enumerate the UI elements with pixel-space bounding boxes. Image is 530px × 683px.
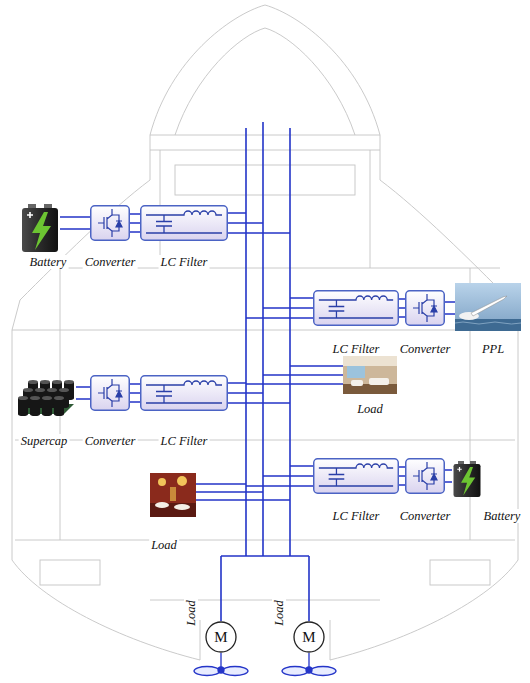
- motor-circle: MLoad: [205, 621, 237, 653]
- load-label: Load: [272, 598, 286, 628]
- shape-outline: [313, 458, 399, 494]
- component-label: Supercap: [19, 434, 70, 448]
- component-label: Battery: [28, 255, 69, 269]
- load-image: Load: [150, 473, 196, 517]
- shape-outline: [20, 203, 60, 253]
- shape-outline: [313, 290, 399, 326]
- propeller: [194, 653, 336, 676]
- component-label: Converter: [83, 434, 138, 448]
- bus-wires: [196, 122, 343, 621]
- power-wire: [60, 217, 90, 229]
- component-label: Converter: [398, 509, 453, 523]
- power-wire: [399, 299, 405, 317]
- power-wire: [130, 384, 140, 402]
- load-image: Load: [343, 356, 397, 394]
- converter-box: Converter: [90, 205, 130, 241]
- component-label: PPL: [480, 342, 506, 356]
- component-label: Load: [149, 538, 179, 552]
- load-label: Load: [184, 598, 198, 628]
- shape-outline: [90, 205, 130, 241]
- ship-outline: [12, 5, 518, 660]
- shape-outline: [140, 205, 228, 241]
- component-label: Load: [355, 402, 385, 416]
- supercap-icon: Supercap: [14, 368, 76, 426]
- motor-circle: MLoad: [293, 621, 325, 653]
- battery-icon: Battery: [452, 458, 482, 500]
- lc-filter-box: LC Filter: [140, 205, 228, 241]
- converter-box: Converter: [90, 375, 130, 411]
- component-label: Converter: [398, 342, 453, 356]
- component-label: LC Filter: [331, 342, 382, 356]
- shape-outline: [90, 375, 130, 411]
- lc-filter-box: LC Filter: [313, 458, 399, 494]
- shape-outline: [405, 290, 445, 326]
- component-label: LC Filter: [331, 509, 382, 523]
- power-wire: [445, 302, 455, 314]
- motor-symbol: M: [214, 629, 227, 645]
- component-label: LC Filter: [159, 434, 210, 448]
- component-label: Battery: [482, 509, 523, 523]
- shape-outline: [452, 458, 482, 500]
- shape-outline: [140, 375, 228, 411]
- ppl-image: PPL: [455, 283, 521, 331]
- power-wire: [399, 467, 405, 485]
- battery-icon: Battery: [20, 203, 60, 253]
- power-wire: [445, 470, 452, 482]
- lc-filter-box: LC Filter: [313, 290, 399, 326]
- power-wire: [130, 214, 140, 232]
- shape-outline: [14, 368, 76, 426]
- lc-filter-box: LC Filter: [140, 375, 228, 411]
- shape-outline: [405, 458, 445, 494]
- shape-outline: [150, 473, 196, 517]
- motor-symbol: M: [302, 629, 315, 645]
- converter-box: Converter: [405, 458, 445, 494]
- component-label: LC Filter: [159, 255, 210, 269]
- power-wire: [76, 387, 90, 399]
- shape-outline: [455, 283, 521, 331]
- shape-outline: [343, 356, 397, 394]
- component-label: Converter: [83, 255, 138, 269]
- converter-box: Converter: [405, 290, 445, 326]
